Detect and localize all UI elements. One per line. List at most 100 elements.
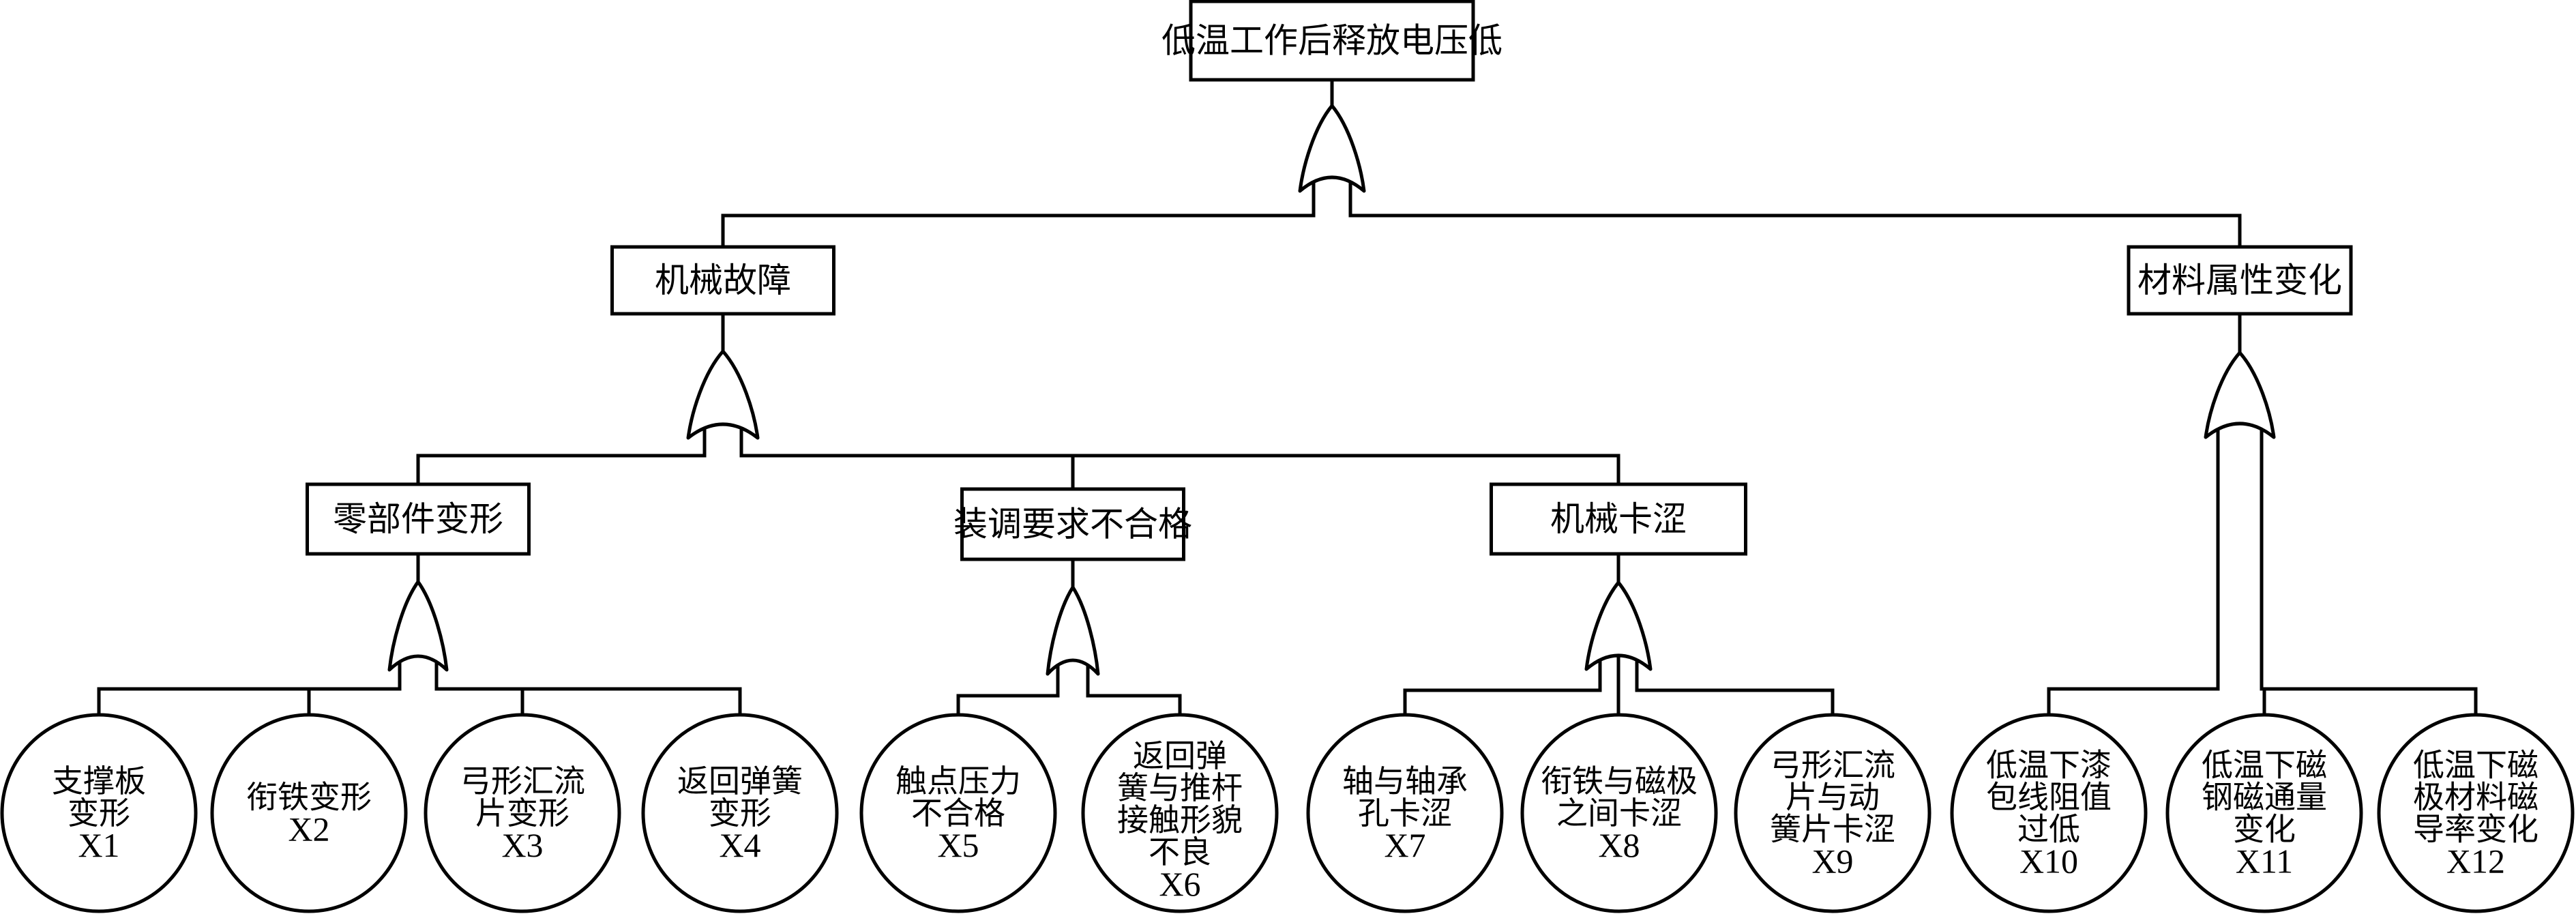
- connector-lines: [97, 80, 2478, 715]
- gate-leg-right-m4: [1086, 664, 1182, 715]
- gate-leg-left-t: [721, 181, 1316, 247]
- or-gate-m4-icon: [1046, 585, 1100, 676]
- basic-event-label-line: 低温下磁: [2413, 747, 2538, 784]
- basic-event-label-line: 簧与推杆: [1117, 769, 1243, 806]
- basic-event-label-line: 变形: [709, 795, 771, 831]
- basic-event-id: X10: [2019, 842, 2078, 881]
- event-label: 低温工作后释放电压低: [1161, 21, 1502, 61]
- event-box-m2: 材料属性变化: [2127, 245, 2353, 316]
- basic-event-circle: [1734, 713, 1931, 913]
- basic-event-label-line: 支撑板: [52, 763, 146, 799]
- basic-event-label-line: 导率变化: [2413, 811, 2538, 848]
- basic-event-label-line: 轴与轴承: [1342, 763, 1468, 799]
- basic-event-circle: [1520, 713, 1718, 913]
- basic-event-circle: [210, 713, 408, 913]
- or-gate-m5-icon: [1584, 580, 1653, 671]
- basic-event-id: X4: [719, 826, 760, 864]
- or-gates: [387, 104, 2276, 676]
- basic-event-id: X2: [288, 810, 329, 849]
- event-box-frame: [306, 482, 531, 556]
- basic-event-label-line: 簧片卡涩: [1770, 811, 1895, 848]
- basic-event-label-line: 弓形汇流: [1770, 747, 1895, 784]
- gate-leg-right-m1: [739, 428, 1620, 484]
- or-gate-m2-icon: [2204, 351, 2276, 439]
- basic-event-circle: [859, 713, 1057, 913]
- basic-event-circle: [1081, 713, 1279, 913]
- basic-event-label-line: 变化: [2233, 811, 2296, 848]
- event-box-frame: [2127, 245, 2353, 316]
- event-label: 零部件变形: [333, 499, 503, 539]
- event-box-frame: [1490, 482, 1747, 556]
- event-label: 材料属性变化: [2137, 261, 2342, 300]
- basic-event-label-line: 接触形貌: [1117, 801, 1243, 838]
- gate-leg-right-m5: [1635, 660, 1835, 715]
- basic-event-label-line: 片变形: [475, 795, 569, 831]
- basic-event-label-line: 孔卡涩: [1358, 795, 1452, 831]
- basic-event-id: X11: [2236, 842, 2293, 881]
- event-box-m5: 机械卡涩: [1490, 482, 1747, 556]
- gate-leg-right-m2: [2260, 428, 2478, 715]
- basic-event-circle: [2377, 713, 2575, 913]
- basic-event-id: X6: [1159, 865, 1200, 903]
- basic-event-circle: [0, 713, 198, 913]
- gate-leg-right-m3: [434, 660, 742, 715]
- event-box-frame: [1189, 0, 1475, 82]
- event-box-frame: [610, 245, 835, 316]
- basic-event-label-line: 衔铁变形: [246, 779, 372, 816]
- or-gate-m1-icon: [686, 349, 760, 440]
- gate-leg-left-m4: [956, 664, 1060, 715]
- gate-leg-left-m5: [1403, 660, 1602, 715]
- event-box-m4: 装调要求不合格: [953, 487, 1192, 561]
- basic-event-id: X5: [937, 826, 979, 864]
- basic-event-circle: [424, 713, 621, 913]
- basic-event-circle: [2165, 713, 2363, 913]
- or-gate-t-icon: [1298, 104, 1366, 193]
- event-box-m1: 机械故障: [610, 245, 835, 316]
- basic-event-label-line: 弓形汇流: [460, 763, 585, 799]
- basic-event-label-line: 包线阻值: [1986, 779, 2112, 816]
- basic-event-id: X7: [1384, 826, 1425, 864]
- basic-event-id: X8: [1598, 826, 1640, 864]
- gate-leg-left-m1: [416, 428, 707, 484]
- event-box-t: 低温工作后释放电压低: [1161, 0, 1502, 82]
- basic-event-id: X9: [1811, 842, 1853, 881]
- basic-events: 支撑板变形X1衔铁变形X2弓形汇流片变形X3返回弹簧变形X4触点压力不合格X5返…: [0, 713, 2575, 913]
- basic-event-label-line: 返回弹簧: [677, 763, 803, 799]
- gate-leg-left-m2: [2047, 428, 2220, 715]
- event-label: 机械故障: [655, 261, 791, 300]
- event-label: 装调要求不合格: [953, 505, 1192, 544]
- basic-event-label-line: 返回弹: [1133, 737, 1227, 774]
- basic-event-label-line: 触点压力: [895, 763, 1021, 799]
- basic-event-label-line: 衔铁与磁极: [1541, 763, 1698, 799]
- basic-event-id: X1: [78, 826, 119, 864]
- basic-event-label-line: 低温下磁: [2202, 747, 2327, 784]
- basic-event-circle: [1306, 713, 1504, 913]
- basic-event-label-line: 不合格: [911, 795, 1005, 831]
- event-box-m3: 零部件变形: [306, 482, 531, 556]
- basic-event-label-line: 片与动: [1786, 779, 1880, 816]
- basic-event-circle: [1950, 713, 2148, 913]
- basic-event-id: X12: [2446, 842, 2505, 881]
- basic-event-label-line: 低温下漆: [1986, 747, 2112, 784]
- or-gate-m3-icon: [387, 580, 449, 672]
- gate-leg-left-m3: [97, 660, 402, 715]
- basic-event-id: X3: [501, 826, 543, 864]
- basic-event-circle: [641, 713, 839, 913]
- basic-event-label-line: 钢磁通量: [2202, 779, 2327, 816]
- basic-event-label-line: 变形: [68, 795, 130, 831]
- event-label: 机械卡涩: [1550, 499, 1687, 539]
- basic-event-label-line: 之间卡涩: [1556, 795, 1682, 831]
